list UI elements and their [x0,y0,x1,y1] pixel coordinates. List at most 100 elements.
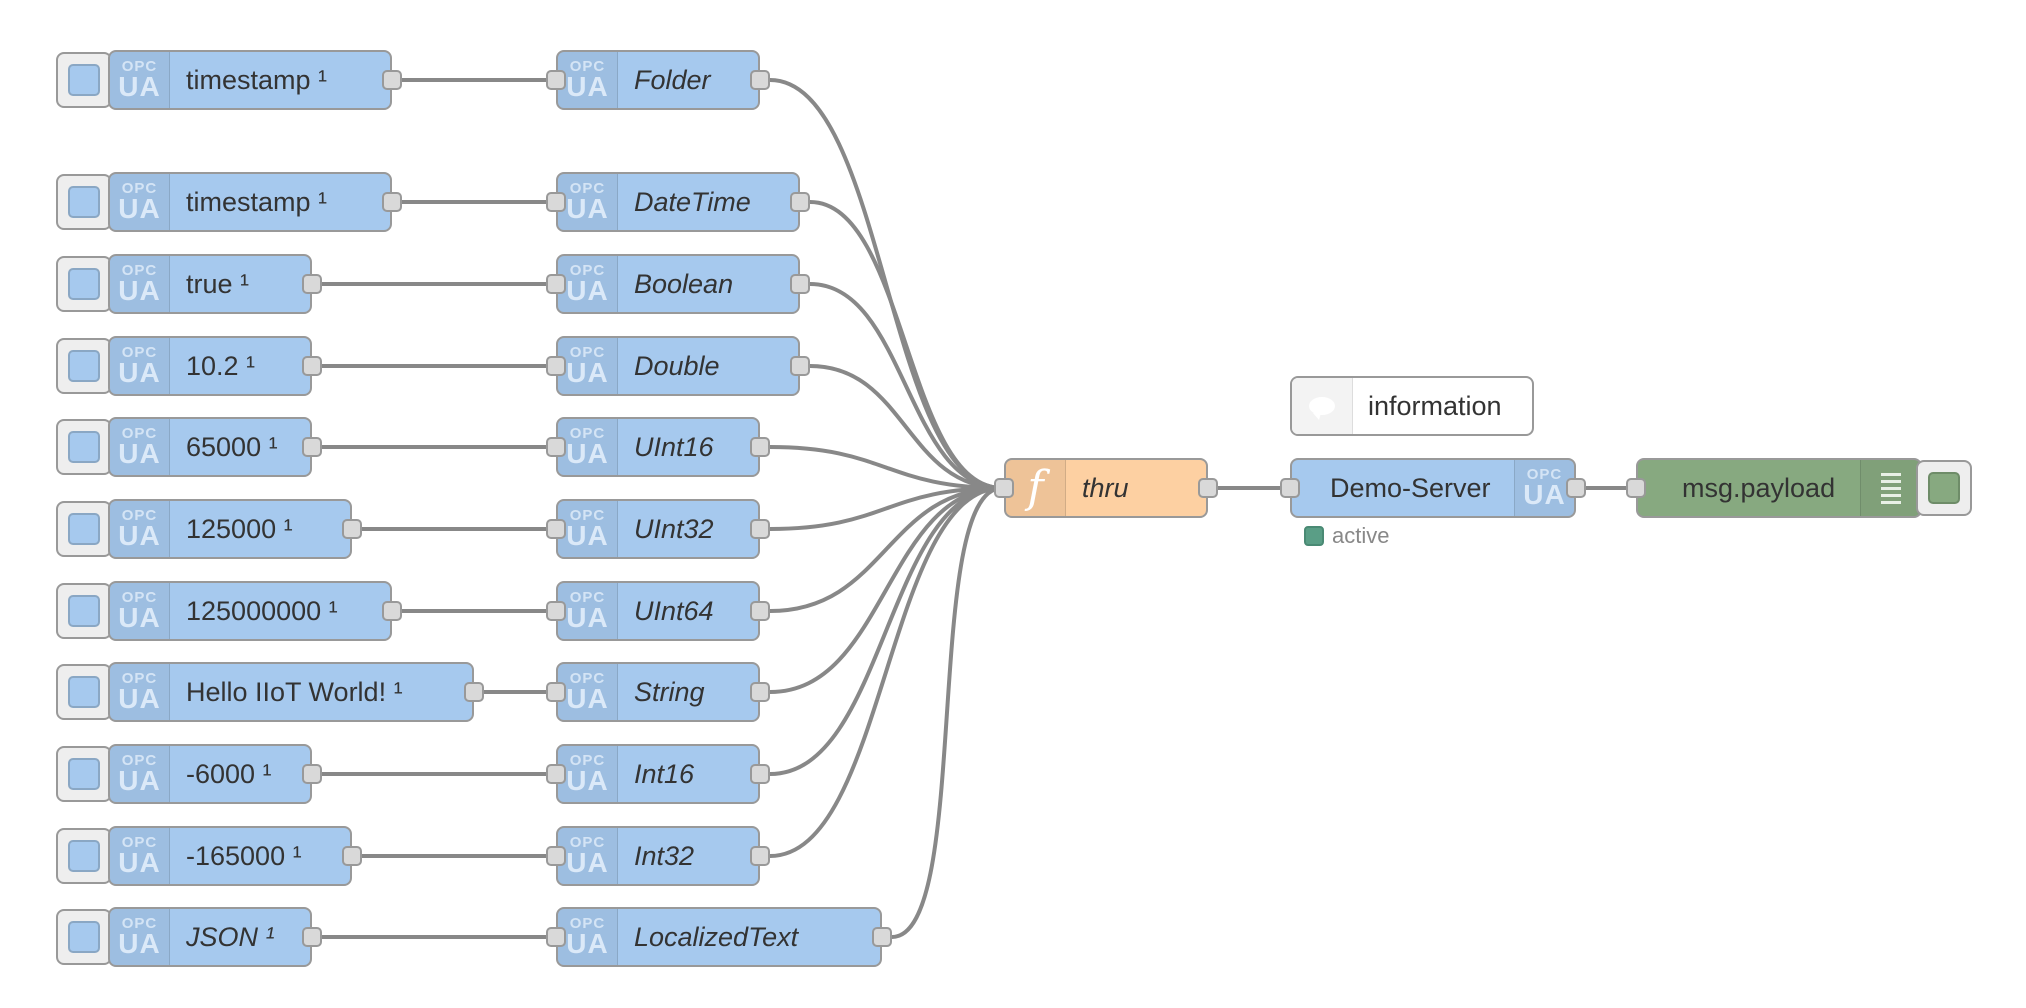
opcua-icon-top-text: OPC [121,425,158,442]
output-port[interactable] [342,519,362,539]
debug-node[interactable]: msg.payload [1626,458,1922,518]
output-port[interactable] [302,764,322,784]
wire-item-to-function[interactable] [808,364,1004,490]
wire-item-to-function[interactable] [768,486,1004,776]
wire-item-to-function[interactable] [768,486,1004,531]
inject-trigger-button[interactable] [56,256,112,312]
wire-item-to-function[interactable] [768,486,1004,613]
input-port[interactable] [1626,478,1646,498]
output-port[interactable] [750,846,770,866]
wire-item-to-function[interactable] [808,200,1004,490]
input-port[interactable] [546,764,566,784]
comment-node[interactable]: information [1290,376,1534,436]
input-port[interactable] [994,478,1014,498]
output-port[interactable] [750,764,770,784]
input-port[interactable] [546,846,566,866]
wire-item-to-function[interactable] [768,486,1004,694]
output-port[interactable] [872,927,892,947]
wire-item-to-function[interactable] [768,445,1004,490]
inject-trigger-button[interactable] [56,419,112,475]
output-port[interactable] [342,846,362,866]
inject-trigger-button[interactable] [56,828,112,884]
inject-trigger-square [68,186,100,218]
input-port[interactable] [546,519,566,539]
output-port[interactable] [302,927,322,947]
opcua-icon-top-text: OPC [569,915,606,932]
output-port[interactable] [302,356,322,376]
output-port[interactable] [382,601,402,621]
input-port[interactable] [1280,478,1300,498]
output-port[interactable] [750,682,770,702]
output-port[interactable] [790,356,810,376]
input-port[interactable] [546,192,566,212]
input-port[interactable] [546,682,566,702]
inject-trigger-button[interactable] [56,338,112,394]
input-port[interactable] [546,356,566,376]
inject-trigger-button[interactable] [56,501,112,557]
wire-item-to-function[interactable] [768,486,1004,858]
input-port[interactable] [546,927,566,947]
output-port[interactable] [464,682,484,702]
inject-trigger-button[interactable] [56,174,112,230]
inject-trigger-button[interactable] [56,664,112,720]
wire-item-to-function[interactable] [890,486,1004,939]
input-port[interactable] [546,601,566,621]
output-port[interactable] [1566,478,1586,498]
inject-node-label: timestamp ¹ [186,65,328,95]
item-node-label: UInt32 [634,514,714,544]
input-port[interactable] [546,70,566,90]
output-port[interactable] [302,437,322,457]
output-port[interactable] [790,192,810,212]
input-port[interactable] [546,437,566,457]
inject-trigger-button[interactable] [56,909,112,965]
output-port[interactable] [302,274,322,294]
opcua-icon-top-text: OPC [569,262,606,279]
item-node-label: String [634,677,705,707]
opcua-icon-top-text: OPC [569,589,606,606]
item-node-label: LocalizedText [634,922,799,952]
output-port[interactable] [750,601,770,621]
input-port[interactable] [546,274,566,294]
output-port[interactable] [750,519,770,539]
output-port[interactable] [1198,478,1218,498]
output-port[interactable] [790,274,810,294]
function-icon-glyph: f [1027,462,1044,513]
inject-trigger-button[interactable] [56,583,112,639]
output-port[interactable] [382,192,402,212]
output-port[interactable] [382,70,402,90]
output-port[interactable] [750,70,770,90]
debug-toggle-button[interactable] [1916,460,1972,516]
inject-trigger-button[interactable] [56,746,112,802]
wire-item-to-function[interactable] [808,282,1004,490]
inject-trigger-button[interactable] [56,52,112,108]
output-port[interactable] [750,437,770,457]
opcua-icon-bottom-text: UA [118,193,161,224]
